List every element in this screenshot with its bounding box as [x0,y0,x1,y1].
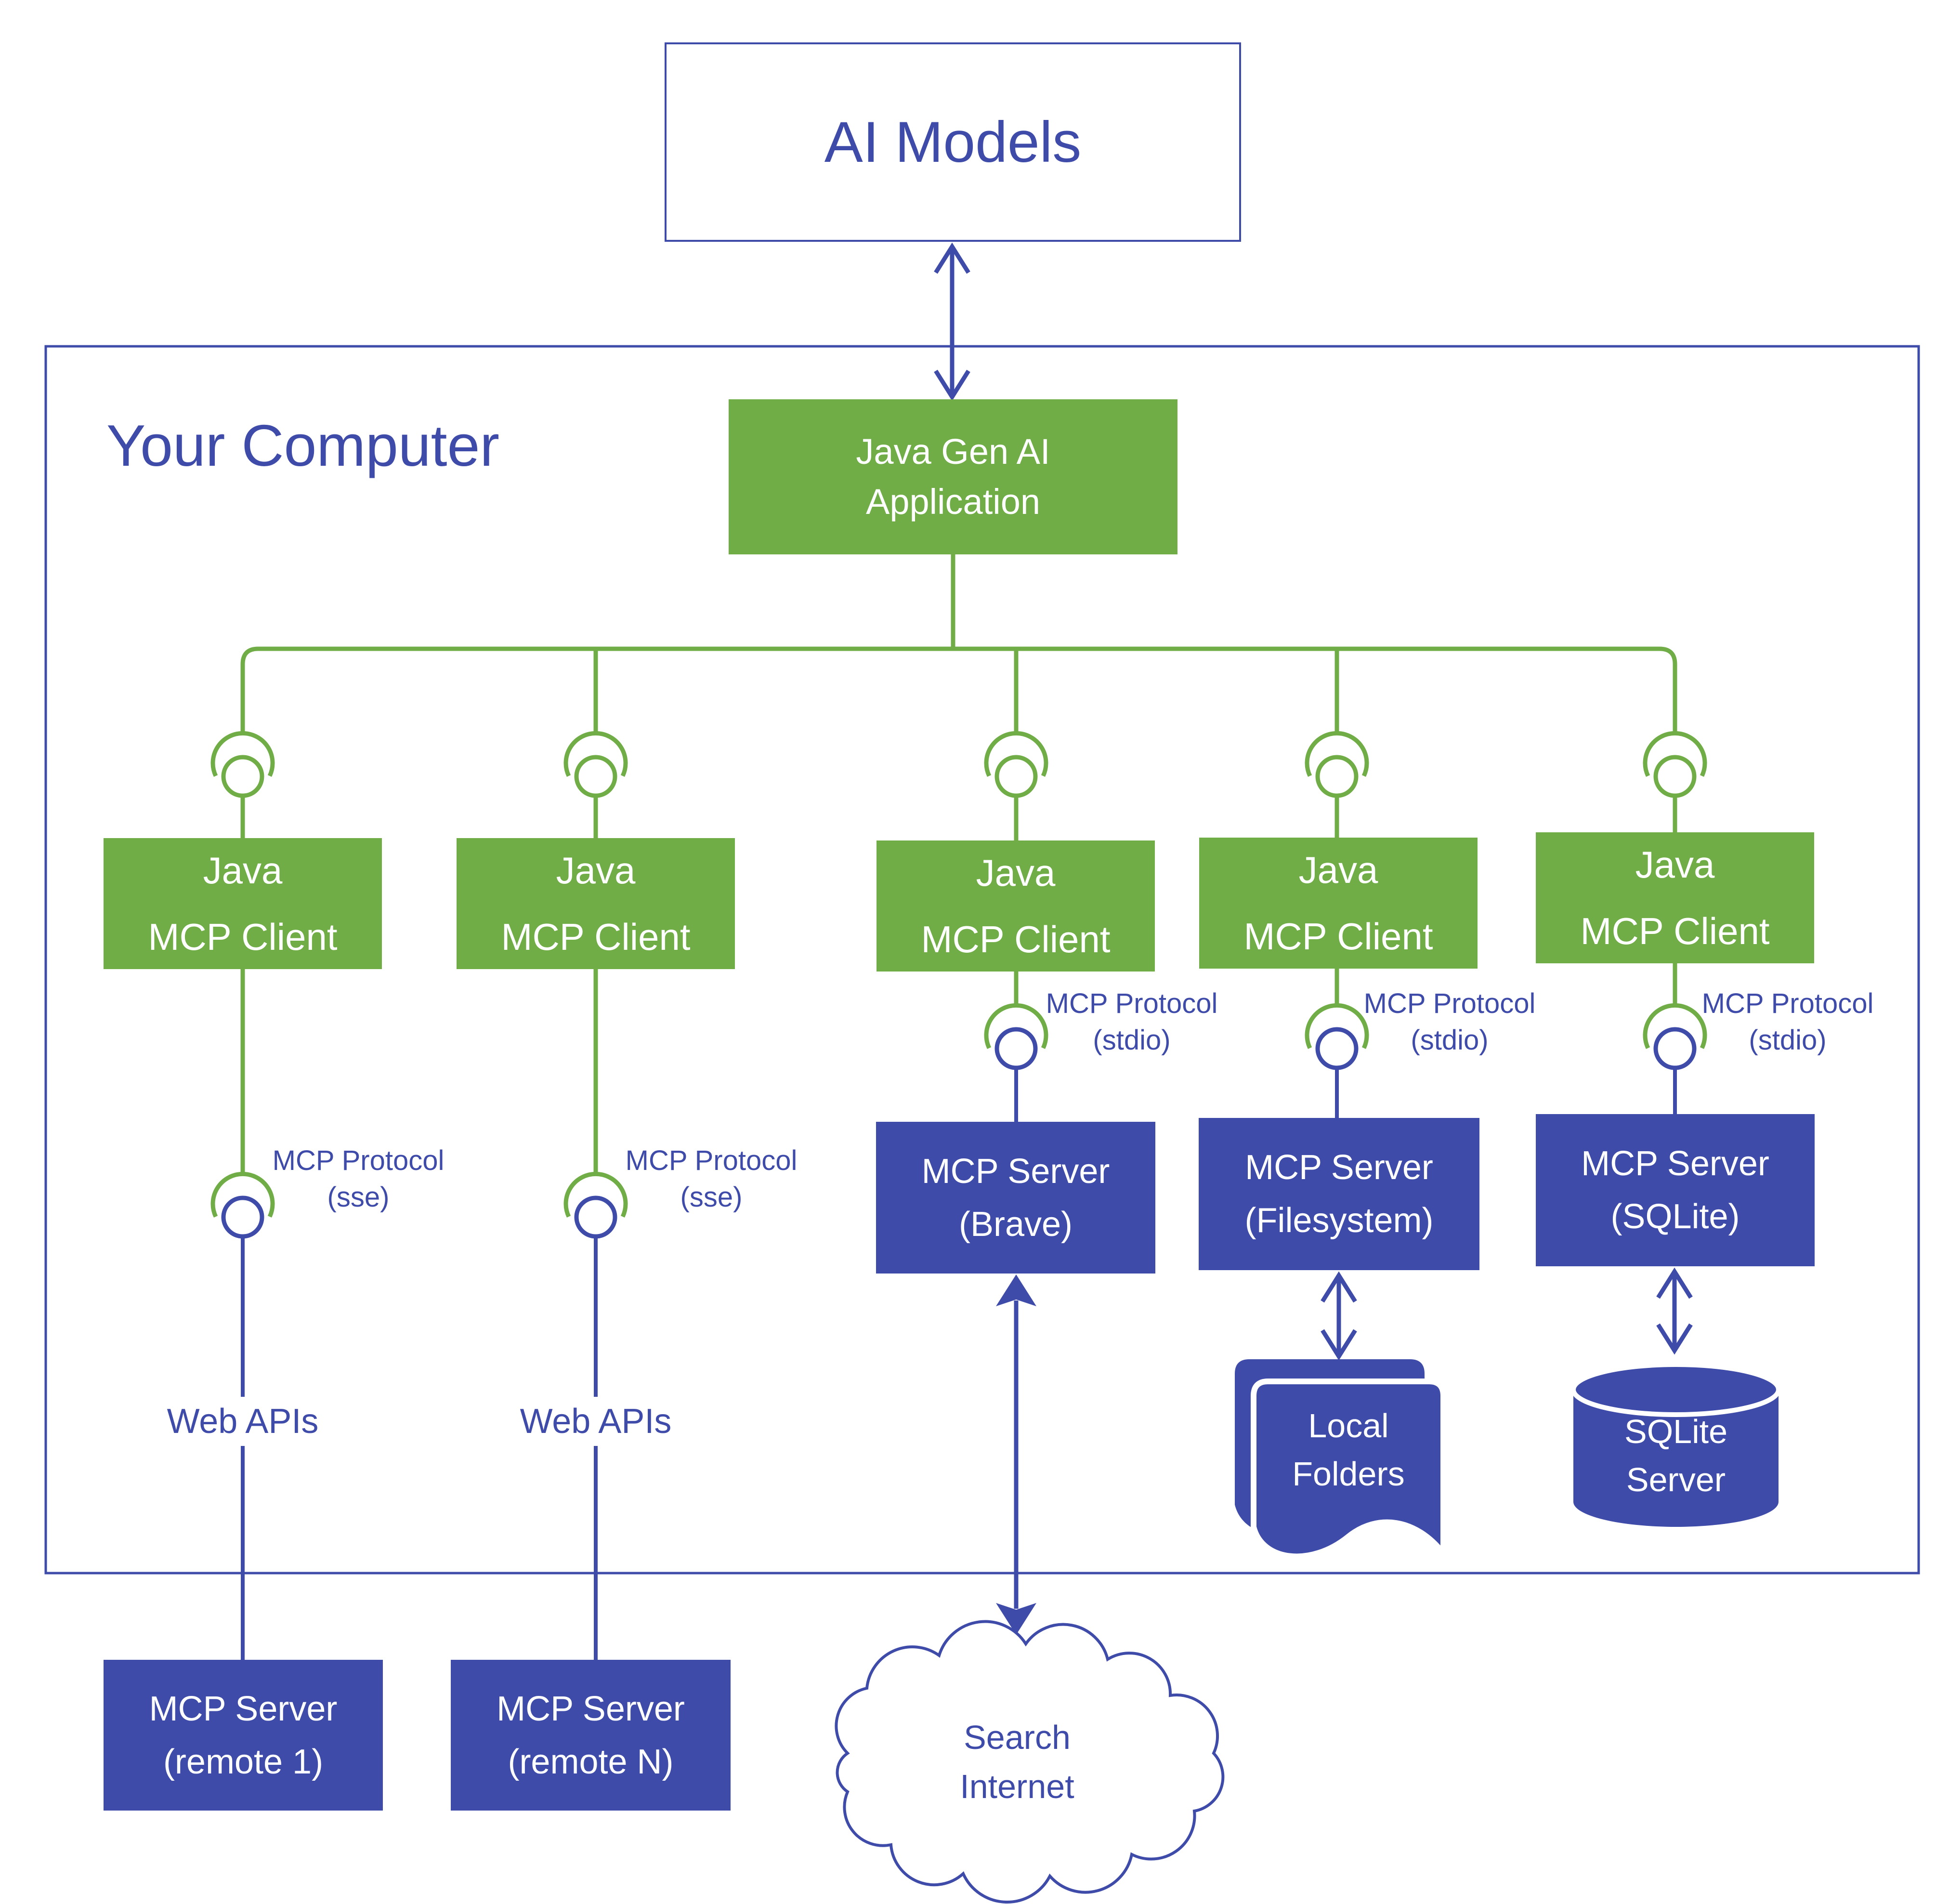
client-box-line2: MCP Client [148,916,338,958]
upper-socket-icons [210,731,1707,840]
socket-icon [1643,731,1707,832]
sqlite-server-label: SQLite Server [1580,1407,1772,1504]
protocol-line1: MCP Protocol [625,1145,798,1176]
app-box-line2: Application [865,482,1040,522]
local-folders-label: Local Folders [1252,1402,1445,1498]
client-box-line2: MCP Client [921,918,1111,960]
mcp-server-filesystem-box: MCP Server (Filesystem) [1199,1118,1479,1270]
remote-box-line2: (remote N) [508,1742,674,1781]
cloud-shape [835,1620,1225,1904]
your-computer-label: Your Computer [106,413,500,478]
search-internet-label: Search Internet [921,1713,1113,1811]
java-mcp-client-box-3: Java MCP Client [876,840,1155,972]
protocol-line2: (sse) [327,1182,390,1213]
client-box-line1: Java [203,849,283,892]
arrowhead-up-icon [1656,1267,1693,1299]
web-apis-label-1: Web APIs [158,1397,327,1446]
mcp-protocol-label-stdio-1: MCP Protocol (stdio) [1031,985,1233,1059]
protocol-socket-icon-sse [210,969,275,1660]
java-gen-ai-application-box: Java Gen AI Application [729,399,1177,554]
arrowhead-down-icon [1656,1323,1693,1355]
protocol-socket-icon-stdio [984,972,1048,1122]
java-mcp-client-box-4: Java MCP Client [1199,838,1478,969]
arrowhead-down-icon [996,1603,1036,1635]
sqlite-database-icon [1571,1362,1781,1527]
mcp-protocol-label-sse-1: MCP Protocol (sse) [257,1142,459,1216]
protocol-line2: (stdio) [1749,1024,1827,1056]
remote-box-line2: (remote 1) [163,1742,324,1781]
ai-models-box: AI Models [665,42,1241,242]
server-box-line2: (Brave) [958,1205,1073,1244]
protocol-line2: (stdio) [1093,1024,1171,1056]
server-box-line1: MCP Server [1245,1148,1433,1187]
mcp-server-brave-box: MCP Server (Brave) [876,1122,1155,1274]
protocol-socket-icon-stdio [1305,969,1369,1118]
java-mcp-client-box-2: Java MCP Client [457,838,735,969]
mcp-server-remote-n-box: MCP Server (remote N) [451,1660,731,1811]
folders-line1: Local [1308,1407,1389,1444]
your-computer-container-border [44,345,1920,1575]
server-box-line2: (SQLite) [1610,1197,1740,1236]
app-box-line1: Java Gen AI [856,432,1050,472]
cylinder-line2: Server [1626,1461,1726,1498]
protocol-line1: MCP Protocol [1363,988,1536,1019]
java-mcp-client-box-1: Java MCP Client [104,838,382,969]
filesystem-folders-double-arrow [1321,1271,1357,1361]
mcp-protocol-label-sse-2: MCP Protocol (sse) [610,1142,812,1216]
java-mcp-client-box-5: Java MCP Client [1536,832,1814,963]
socket-icon [984,731,1048,840]
mcp-protocol-label-stdio-2: MCP Protocol (stdio) [1348,985,1551,1059]
client-box-line1: Java [556,849,636,892]
web-apis-label-2: Web APIs [511,1397,680,1446]
client-rail-line [240,646,1677,734]
protocol-line2: (sse) [680,1182,743,1213]
client-box-line2: MCP Client [501,916,691,958]
client-box-line2: MCP Client [1580,910,1770,952]
folders-line2: Folders [1292,1455,1405,1493]
mcp-protocol-label-stdio-3: MCP Protocol (stdio) [1687,985,1889,1059]
protocol-line2: (stdio) [1411,1024,1489,1056]
arrowhead-down-icon [1321,1329,1357,1361]
cylinder-line1: SQLite [1624,1413,1727,1450]
green-connector-harness [240,554,1677,734]
protocol-line1: MCP Protocol [1701,988,1874,1019]
brave-cloud-double-arrow [996,1274,1036,1635]
protocol-socket-icon-sse [563,969,628,1660]
protocol-line1: MCP Protocol [1046,988,1218,1019]
local-folders-icon [1235,1359,1446,1562]
server-box-line1: MCP Server [1581,1144,1769,1183]
socket-icon [210,731,275,838]
arrowhead-up-icon [934,242,970,274]
client-box-line1: Java [976,852,1056,894]
cloud-line2: Internet [960,1768,1074,1805]
protocol-socket-icons [210,963,1707,1660]
arrowhead-down-icon [934,369,970,401]
arrowhead-up-icon [996,1274,1036,1306]
ai-app-double-arrow [934,242,970,401]
client-box-line1: Java [1635,843,1715,886]
client-box-line1: Java [1298,849,1378,891]
client-box-line2: MCP Client [1243,915,1433,958]
ai-models-title: AI Models [824,110,1082,174]
socket-icon [563,731,628,838]
remote-box-line1: MCP Server [497,1689,685,1728]
sqlite-db-double-arrow [1656,1267,1693,1355]
socket-icon [1305,731,1369,838]
remote-box-line1: MCP Server [149,1689,338,1728]
server-box-line2: (Filesystem) [1244,1201,1434,1240]
cloud-line1: Search [964,1719,1071,1756]
server-box-line1: MCP Server [921,1152,1110,1191]
mcp-server-sqlite-box: MCP Server (SQLite) [1536,1114,1815,1266]
protocol-line1: MCP Protocol [272,1145,445,1176]
protocol-socket-icon-stdio [1643,963,1707,1114]
mcp-server-remote-1-box: MCP Server (remote 1) [104,1660,383,1811]
arrowhead-up-icon [1321,1271,1357,1303]
